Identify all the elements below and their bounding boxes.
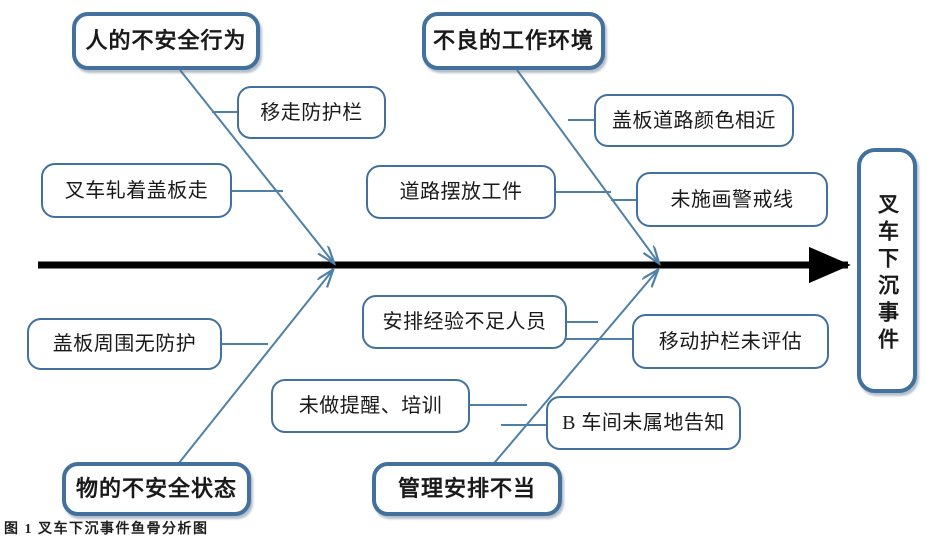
effect-box[interactable]: 叉车下沉事件 [857, 148, 917, 393]
cause-box-anpaijingyanbuzurenyuan[interactable]: 安排经验不足人员 [362, 295, 567, 349]
cause-label-weizuotixingpeixun: 未做提醒、培训 [298, 395, 443, 417]
cause-box-yizoufanghulan[interactable]: 移走防护栏 [237, 86, 386, 139]
cause-label-weishihuajingjiexian: 未施画警戒线 [670, 188, 794, 211]
cause-label-gaibanzhouweiwufanghu: 盖板周围无防护 [52, 333, 197, 355]
cause-box-gaibandaoluyansexiangjin[interactable]: 盖板道路颜色相近 [594, 94, 794, 147]
effect-label: 叉车下沉事件 [875, 192, 900, 355]
cause-box-yidonghulanweipinggu[interactable]: 移动护栏未评估 [632, 314, 829, 369]
cause-box-bchejianweishudigaozhi[interactable]: B 车间未属地告知 [546, 396, 741, 450]
cause-box-daoluobaifanggongjian[interactable]: 道路摆放工件 [366, 165, 556, 219]
cause-box-weishihuajingjiexian[interactable]: 未施画警戒线 [636, 172, 828, 227]
category-label-environment: 不良的工作环境 [432, 27, 594, 53]
cause-label-yidonghulanweipinggu: 移动护栏未评估 [658, 330, 803, 353]
category-box-object[interactable]: 物的不安全状态 [62, 462, 251, 516]
cause-label-daoluobaifanggongjian: 道路摆放工件 [399, 181, 523, 203]
cause-label-yizoufanghulan: 移走防护栏 [260, 101, 363, 124]
category-label-object: 物的不安全状态 [75, 475, 237, 501]
cause-label-bchejianweishudigaozhi: B 车间未属地告知 [562, 412, 725, 434]
category-box-management[interactable]: 管理安排不当 [372, 462, 562, 516]
category-label-human: 人的不安全行为 [85, 27, 247, 53]
cause-label-anpaijingyanbuzurenyuan: 安排经验不足人员 [382, 311, 547, 333]
cause-box-weizuotixingpeixun[interactable]: 未做提醒、培训 [271, 379, 470, 433]
category-box-environment[interactable]: 不良的工作环境 [422, 12, 605, 70]
category-box-human[interactable]: 人的不安全行为 [72, 12, 260, 70]
category-label-management: 管理安排不当 [397, 475, 536, 501]
cause-label-gaibandaoluyansexiangjin: 盖板道路颜色相近 [612, 109, 776, 132]
cause-box-gaibanzhouweiwufanghu[interactable]: 盖板周围无防护 [27, 318, 222, 370]
cause-label-chachezhazhegaibanzou: 叉车轧着盖板走 [64, 179, 209, 202]
figure-caption: 图 1 叉车下沉事件鱼骨分析图 [4, 522, 209, 537]
cause-box-chachezhazhegaibanzou[interactable]: 叉车轧着盖板走 [41, 163, 232, 218]
